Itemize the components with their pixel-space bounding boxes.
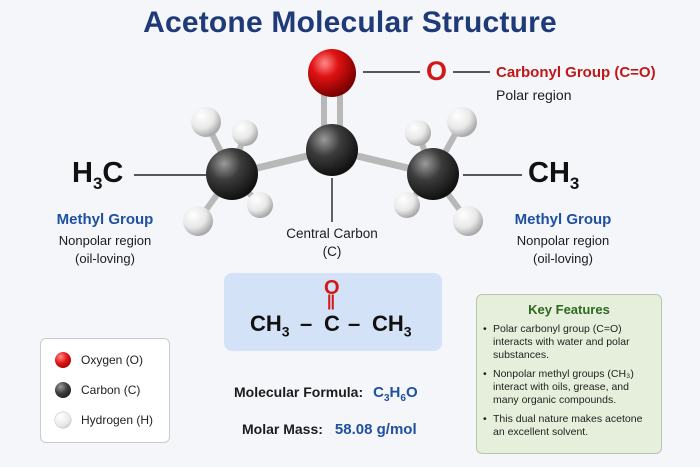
formula-center-c: C — [324, 311, 340, 336]
formula-oxygen: O — [324, 277, 340, 299]
methyl-left-desc: Nonpolar region(oil-loving) — [58, 233, 152, 266]
carbon-atom-left — [206, 148, 258, 200]
legend-item-carbon: Carbon (C) — [55, 379, 140, 401]
molar-mass-label: Molar Mass: — [242, 421, 323, 437]
key-features-list: Polar carbonyl group (C=O) interacts wit… — [483, 323, 655, 445]
formula-bond-left: – — [300, 311, 313, 336]
molecular-formula-row: Molecular Formula: C3H6O — [234, 384, 418, 404]
connector-lines — [134, 71, 522, 222]
carbon-atom-central — [306, 124, 358, 176]
oxygen-legend-icon — [55, 352, 71, 368]
formula-left-ch3: CH3 — [250, 311, 290, 340]
legend-item-oxygen: Oxygen (O) — [55, 349, 143, 371]
hydrogen-atom — [453, 206, 483, 236]
left-methyl-formula: H3C — [72, 157, 124, 193]
carbonyl-group-title: Carbonyl Group (C=O) — [496, 64, 656, 81]
right-methyl-formula: CH3 — [528, 157, 580, 193]
molecular-formula-label: Molecular Formula: — [234, 384, 364, 400]
hydrogen-atom — [191, 107, 221, 137]
hydrogen-atom — [447, 107, 477, 137]
structural-formula-box: O || CH3 – C – CH3 — [224, 273, 442, 351]
molar-mass-row: Molar Mass: 58.08 g/mol — [242, 421, 417, 438]
hydrogen-atom — [232, 120, 258, 146]
legend: Oxygen (O) Carbon (C) Hydrogen (H) — [40, 338, 170, 443]
molecular-formula-value: C3H6O — [373, 384, 418, 404]
oxygen-atom — [308, 49, 356, 97]
hydrogen-atom — [183, 206, 213, 236]
acetone-3d-model — [134, 49, 522, 236]
formula-double-bond: || — [327, 293, 335, 310]
legend-item-hydrogen: Hydrogen (H) — [55, 409, 153, 431]
central-carbon-label: Central Carbon(C) — [286, 226, 378, 259]
carbonyl-group-desc: Polar region — [496, 87, 572, 103]
formula-right-ch3: CH3 — [372, 311, 412, 340]
feature-item: Polar carbonyl group (C=O) interacts wit… — [483, 323, 655, 362]
molar-mass-value: 58.08 g/mol — [334, 421, 417, 438]
formula-bond-right: – — [348, 311, 361, 336]
hydrogen-atom — [247, 192, 273, 218]
hydrogen-atom — [405, 120, 431, 146]
methyl-right-desc: Nonpolar region(oil-loving) — [516, 233, 610, 266]
feature-item: Nonpolar methyl groups (CH₃) interact wi… — [483, 368, 655, 407]
hydrogen-legend-icon — [55, 412, 71, 428]
methyl-right-title: Methyl Group — [514, 211, 612, 228]
page-title: Acetone Molecular Structure — [143, 6, 557, 39]
carbon-legend-icon — [55, 382, 71, 398]
methyl-left-title: Methyl Group — [56, 211, 154, 228]
feature-item: This dual nature makes acetone an excell… — [483, 413, 655, 439]
carbon-atom-right — [407, 148, 459, 200]
key-features-panel: Key Features Polar carbonyl group (C=O) … — [476, 294, 662, 454]
hydrogen-atom — [394, 192, 420, 218]
key-features-title: Key Features — [528, 302, 610, 317]
oxygen-symbol: O — [426, 56, 448, 86]
